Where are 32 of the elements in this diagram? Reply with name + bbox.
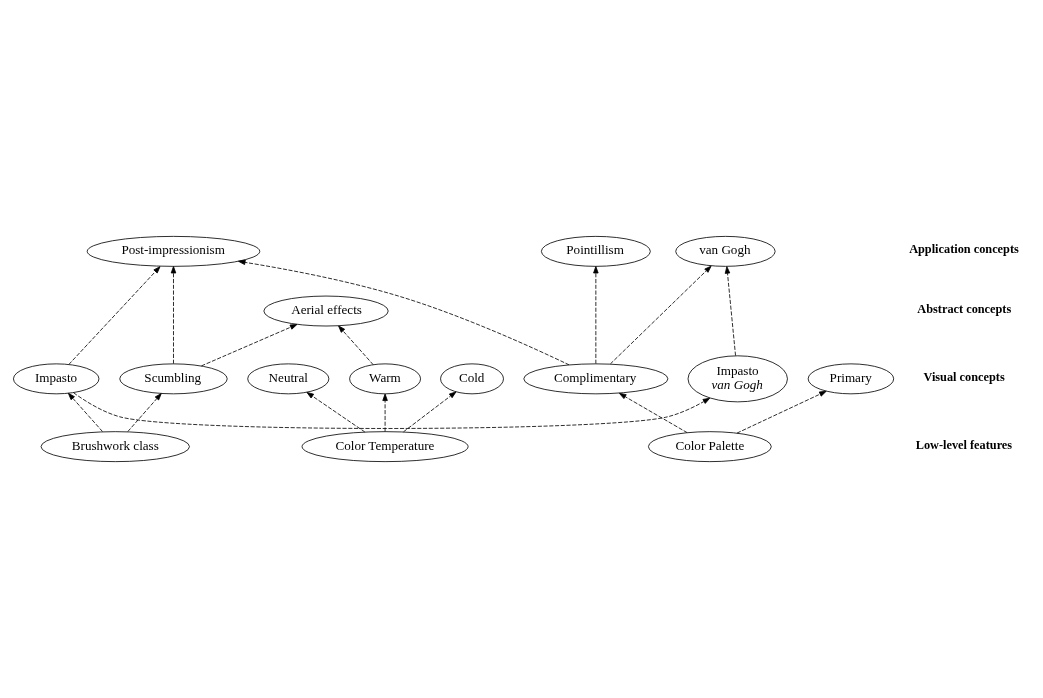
arrow [201, 324, 298, 367]
arrow [170, 266, 177, 364]
label: Abstract concepts [917, 302, 1012, 317]
node-ellipse: Scumbling [119, 363, 228, 395]
node-ellipse: Color Palette [648, 431, 772, 463]
arrow [338, 325, 374, 366]
arrow [73, 392, 711, 429]
node-ellipse: Brushwork class [40, 431, 190, 463]
arrow [593, 266, 599, 364]
arrow [382, 393, 388, 432]
label: Low-level features [915, 437, 1013, 452]
arrow [238, 259, 570, 366]
label: Application concepts [909, 242, 1019, 257]
label: Visual concepts [923, 369, 1005, 384]
arrow [68, 266, 161, 365]
arrow [724, 266, 736, 356]
node-ellipse: Color Temperature [301, 431, 469, 463]
node-ellipse: Cold [440, 363, 504, 395]
arrow [403, 391, 457, 433]
node-ellipse: Aerial effects [263, 295, 389, 327]
arrow [306, 391, 366, 433]
node-ellipse: Warm [349, 363, 421, 395]
node-ellipse: Impasto [13, 363, 100, 395]
arrow [68, 392, 103, 432]
node-ellipse: van Gogh [675, 235, 776, 267]
node-ellipse: Complimentary [523, 363, 669, 395]
node-ellipse: Pointillism [540, 235, 651, 267]
node-ellipse: Neutral [247, 363, 330, 395]
arrow [619, 392, 688, 433]
arrow [127, 393, 162, 432]
arrow [736, 390, 827, 434]
arrow [610, 265, 712, 365]
